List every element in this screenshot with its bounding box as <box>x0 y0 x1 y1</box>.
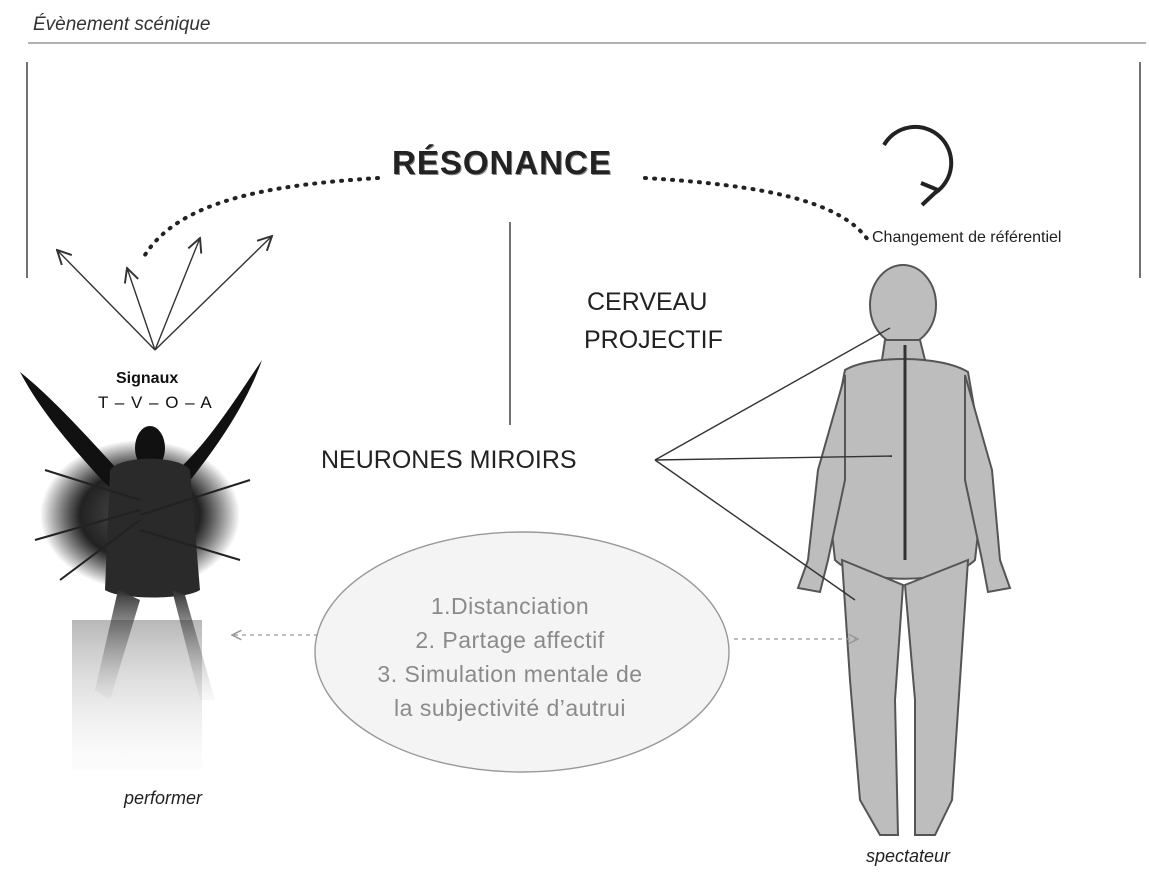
brain-label-line2: PROJECTIF <box>584 326 723 355</box>
step-partage-affectif: 2. Partage affectif <box>340 627 680 654</box>
signals-title: Signaux <box>116 370 178 388</box>
brain-label-line1: CERVEAU <box>587 288 707 317</box>
signals-code: T – V – O – A <box>98 393 213 413</box>
step-distanciation: 1.Distanciation <box>340 593 680 620</box>
resonance-title: RÉSONANCE <box>392 144 612 182</box>
spectator-figure <box>798 265 1010 835</box>
cycle-arrowhead <box>921 183 938 205</box>
step-simulation-line1: 3. Simulation mentale de <box>340 661 680 688</box>
resonance-arc-right <box>645 178 868 240</box>
cycle-arrow-icon <box>884 127 951 193</box>
performer-label: performer <box>124 788 202 809</box>
step-simulation-line2: la subjectivité d’autrui <box>340 695 680 722</box>
performer-figure <box>20 360 262 770</box>
mirror-neurons-label: NEURONES MIROIRS <box>321 446 577 475</box>
spectator-label: spectateur <box>866 846 950 867</box>
signal-arrows <box>57 236 272 350</box>
event-label: Évènement scénique <box>33 14 210 36</box>
change-referential-label: Changement de référentiel <box>872 229 1061 247</box>
